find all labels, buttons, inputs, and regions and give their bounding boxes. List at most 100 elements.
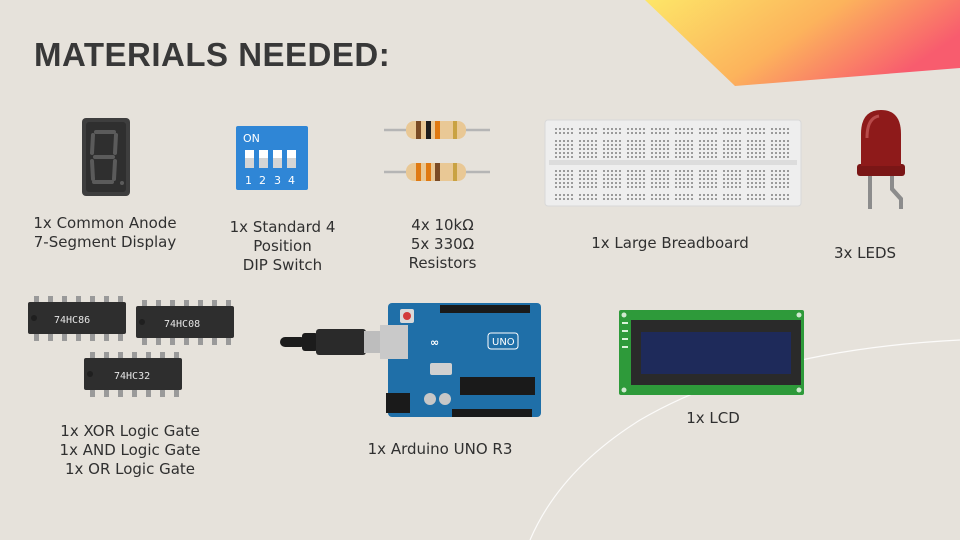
- breadboard-hole: [739, 132, 741, 134]
- breadboard-hole: [559, 148, 561, 150]
- breadboard-hole: [687, 128, 689, 130]
- breadboard-hole: [715, 152, 717, 154]
- breadboard-hole: [755, 178, 757, 180]
- breadboard-hole: [771, 178, 773, 180]
- breadboard-hole: [675, 198, 677, 200]
- breadboard-hole: [631, 148, 633, 150]
- breadboard-hole: [611, 194, 613, 196]
- breadboard-hole: [635, 178, 637, 180]
- breadboard-hole: [707, 128, 709, 130]
- breadboard-hole: [711, 128, 713, 130]
- breadboard-hole: [771, 128, 773, 130]
- breadboard-hole: [747, 198, 749, 200]
- breadboard-hole: [615, 194, 617, 196]
- breadboard-hole: [591, 182, 593, 184]
- breadboard-hole: [699, 198, 701, 200]
- chip-74hc08-text: 74HC08: [164, 319, 200, 330]
- breadboard-hole: [651, 140, 653, 142]
- breadboard-hole: [763, 198, 765, 200]
- breadboard-hole: [687, 170, 689, 172]
- breadboard-hole: [591, 140, 593, 142]
- breadboard-hole: [651, 144, 653, 146]
- breadboard-hole: [619, 148, 621, 150]
- breadboard-hole: [659, 174, 661, 176]
- lcd-label: 1x LCD: [686, 409, 740, 427]
- breadboard-hole: [635, 170, 637, 172]
- breadboard-hole: [591, 152, 593, 154]
- breadboard-hole: [711, 174, 713, 176]
- breadboard-hole: [787, 152, 789, 154]
- breadboard-hole: [675, 194, 677, 196]
- breadboard-hole: [687, 140, 689, 142]
- breadboard-hole: [787, 132, 789, 134]
- led-image: [857, 110, 905, 209]
- arduino-uno-text: UNO: [492, 337, 515, 348]
- breadboard-hole: [635, 174, 637, 176]
- breadboard-hole: [567, 198, 569, 200]
- breadboard-hole: [731, 170, 733, 172]
- breadboard-hole: [675, 182, 677, 184]
- breadboard-hole: [763, 174, 765, 176]
- breadboard-hole: [735, 194, 737, 196]
- breadboard-hole: [707, 152, 709, 154]
- resistors-image: [384, 121, 490, 181]
- breadboard-hole: [643, 140, 645, 142]
- breadboard-hole: [655, 156, 657, 158]
- arduino-label: 1x Arduino UNO R3: [367, 440, 513, 458]
- breadboard-hole: [603, 170, 605, 172]
- breadboard-hole: [723, 128, 725, 130]
- breadboard-hole: [723, 178, 725, 180]
- breadboard-hole: [707, 178, 709, 180]
- breadboard-hole: [643, 144, 645, 146]
- breadboard-hole: [679, 186, 681, 188]
- breadboard-hole: [619, 186, 621, 188]
- breadboard-hole: [567, 140, 569, 142]
- breadboard-hole: [679, 178, 681, 180]
- breadboard-hole: [703, 198, 705, 200]
- breadboard-hole: [615, 132, 617, 134]
- breadboard-hole: [775, 170, 777, 172]
- dip-switch-image: ON 1 2 3 4: [236, 126, 308, 190]
- breadboard-hole: [755, 128, 757, 130]
- breadboard-hole: [555, 170, 557, 172]
- breadboard-hole: [619, 156, 621, 158]
- breadboard-hole: [699, 144, 701, 146]
- breadboard-hole: [787, 186, 789, 188]
- breadboard-hole: [751, 140, 753, 142]
- breadboard-hole: [759, 152, 761, 154]
- breadboard-hole: [559, 144, 561, 146]
- breadboard-hole: [555, 144, 557, 146]
- breadboard-hole: [631, 156, 633, 158]
- breadboard-hole: [735, 198, 737, 200]
- breadboard-hole: [783, 156, 785, 158]
- breadboard-hole: [711, 152, 713, 154]
- breadboard-hole: [771, 170, 773, 172]
- breadboard-hole: [639, 128, 641, 130]
- breadboard-hole: [755, 148, 757, 150]
- breadboard-hole: [643, 156, 645, 158]
- breadboard-hole: [591, 156, 593, 158]
- breadboard-hole: [595, 182, 597, 184]
- breadboard-hole: [555, 152, 557, 154]
- breadboard-hole: [683, 128, 685, 130]
- breadboard-hole: [683, 170, 685, 172]
- breadboard-hole: [583, 132, 585, 134]
- breadboard-hole: [759, 194, 761, 196]
- breadboard-hole: [739, 170, 741, 172]
- breadboard-hole: [583, 198, 585, 200]
- breadboard-hole: [679, 156, 681, 158]
- breadboard-hole: [655, 140, 657, 142]
- breadboard-hole: [643, 178, 645, 180]
- breadboard-hole: [643, 128, 645, 130]
- breadboard-hole: [655, 186, 657, 188]
- breadboard-hole: [603, 182, 605, 184]
- breadboard-hole: [727, 182, 729, 184]
- breadboard-hole: [679, 194, 681, 196]
- breadboard-hole: [587, 156, 589, 158]
- breadboard-hole: [779, 182, 781, 184]
- breadboard-hole: [631, 170, 633, 172]
- breadboard-hole: [611, 144, 613, 146]
- breadboard-hole: [587, 152, 589, 154]
- breadboard-hole: [627, 194, 629, 196]
- breadboard-hole: [615, 182, 617, 184]
